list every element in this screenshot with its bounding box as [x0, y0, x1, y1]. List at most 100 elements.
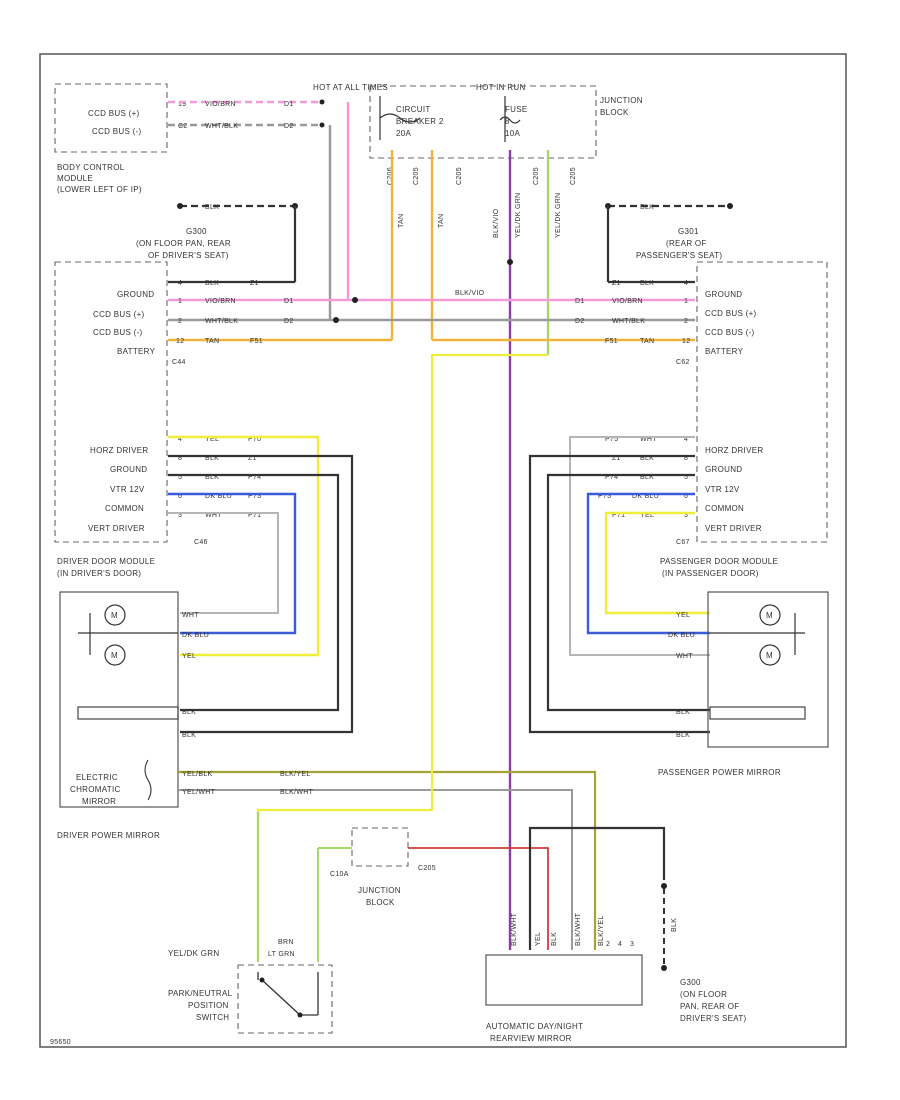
- ddm-circ-4: F51: [250, 338, 263, 345]
- jb-bottom-2: BLOCK: [366, 898, 395, 907]
- bus-label: BLK/VIO: [455, 290, 485, 297]
- ygrn-label-2: YEL/DK GRN: [555, 193, 562, 238]
- g301-title-2: (REAR OF: [666, 239, 707, 248]
- pdm-wire-1: BLK: [640, 280, 654, 287]
- dmirror-motor-2: [104, 644, 126, 666]
- red-wire: [408, 847, 549, 950]
- pdm-circ-1: Z1: [612, 280, 621, 287]
- ddm-pin2-3: VTR 12V: [110, 485, 145, 494]
- ddm-circ-2: D1: [284, 298, 294, 305]
- ygrn-bottom-label: YEL/DK GRN: [168, 949, 219, 958]
- pdm-cav2-4: 6: [684, 493, 688, 500]
- pdm-cav2-2: 8: [684, 455, 688, 462]
- pdm-pin-1: GROUND: [705, 290, 742, 299]
- gray-splice: [333, 317, 339, 323]
- g300-title-3: OF DRIVER'S SEAT): [148, 251, 229, 260]
- top-conn-3: C205: [456, 167, 463, 185]
- dmirror-ec-2: CHROMATIC: [70, 785, 121, 794]
- pdm-title-1: PASSENGER DOOR MODULE: [660, 557, 778, 566]
- pdm-wire-2: VIO/BRN: [612, 298, 643, 305]
- ddm-pin-1: GROUND: [117, 290, 154, 299]
- ddm-wire-3: WHT/BLK: [205, 318, 238, 325]
- ddm-wire-1: BLK: [205, 280, 219, 287]
- ddm-pin2-2: GROUND: [110, 465, 147, 474]
- g300-bottom-3: PAN, REAR OF: [680, 1002, 739, 1011]
- junction-block-bottom: [351, 827, 409, 867]
- drv-blk-1: [168, 454, 354, 734]
- g300-title-1: G300: [186, 227, 207, 236]
- ec-wire-olive: [178, 770, 597, 950]
- pdm-pin2-2: GROUND: [705, 465, 742, 474]
- g300-wire-label: BLK: [205, 204, 219, 211]
- ddm-wire-2: VIO/BRN: [205, 298, 236, 305]
- pas-blu: [586, 492, 710, 635]
- dmirror-m-1: M: [111, 611, 118, 620]
- ddm-cav-2: 1: [178, 298, 182, 305]
- ec-wire-label-4: BLK/WHT: [280, 789, 314, 796]
- fuse-label-3: 10A: [505, 129, 520, 138]
- ddm-wire2-4: DK BLU: [205, 493, 232, 500]
- top-conn-2: C205: [413, 167, 420, 185]
- pnp-switch-box: [237, 964, 333, 1034]
- jb-top-label-2: BLOCK: [600, 108, 629, 117]
- pdm-wire2-2: BLK: [640, 455, 654, 462]
- bcm-wire-label-2: WHT/BLK: [205, 123, 238, 130]
- pink-splice: [352, 297, 358, 303]
- pdm-cav-4: 12: [682, 338, 690, 345]
- ddm-wire2-5: WHT: [205, 512, 222, 519]
- ddm-box: [54, 261, 168, 543]
- bcm-circ-2: D2: [284, 123, 294, 130]
- pdm-cav-1: 4: [684, 280, 688, 287]
- ltgrn-label: LT GRN: [268, 951, 295, 958]
- pmirror-heat-2: BLK: [676, 732, 690, 739]
- diagram-frame: [39, 53, 847, 1048]
- dmirror-motor-1: [104, 604, 126, 626]
- pdm-circ2-5: P71: [612, 512, 625, 519]
- pdm-pin-2: CCD BUS (+): [705, 309, 757, 318]
- tan-label-2: TAN: [438, 214, 445, 228]
- ddm-conn-1: C44: [172, 359, 186, 366]
- pdm-wire-4: TAN: [640, 338, 654, 345]
- top-conn-1: C206: [387, 167, 394, 185]
- cb-label-2: BREAKER 2: [396, 117, 444, 126]
- pas-blk-1: [528, 454, 710, 734]
- am-pin-1: 2: [606, 941, 610, 948]
- cb-label-3: 20A: [396, 129, 411, 138]
- ec-wire-gray: [178, 789, 573, 950]
- dmirror-heater: [77, 706, 179, 720]
- pdm-cav2-5: 3: [684, 512, 688, 519]
- ddm-cav-3: 2: [178, 318, 182, 325]
- pmirror-heater: [709, 706, 806, 720]
- dmirror-heat-2: BLK: [182, 732, 196, 739]
- auto-mirror-title-1: AUTOMATIC DAY/NIGHT: [486, 1022, 583, 1031]
- ddm-pin2-4: COMMON: [105, 504, 144, 513]
- ddm-cav-1: 4: [178, 280, 182, 287]
- auto-mirror-title-2: REARVIEW MIRROR: [490, 1034, 572, 1043]
- dmirror-ec-3: MIRROR: [82, 797, 116, 806]
- yellow-feed: [256, 353, 548, 960]
- pmirror-wire-2: DK BLU: [668, 632, 695, 639]
- am-pin-2: 4: [618, 941, 622, 948]
- pmirror-m-2: M: [766, 651, 773, 660]
- page-number: 95650: [50, 1039, 71, 1046]
- circuit-breaker-symbol: [379, 96, 421, 140]
- ddm-conn-2: C46: [194, 539, 208, 546]
- auto-mirror-wire-labels: BLK/WHT YEL BLK BLK/WHT BLK/YEL: [511, 912, 605, 946]
- bcm-cav-2: C2: [178, 123, 188, 130]
- ddm-wire2-1: YEL: [205, 436, 219, 443]
- dmirror-m-2: M: [111, 651, 118, 660]
- c10a-label: C10A: [330, 871, 349, 878]
- g300-bottom-1: G300: [680, 978, 701, 987]
- pdm-box: [696, 261, 828, 543]
- ec-wire-label-1: YEL/BLK: [182, 771, 213, 778]
- ddm-circ2-1: P70: [248, 436, 261, 443]
- g300-title-2: (ON FLOOR PAN, REAR: [136, 239, 231, 248]
- dmirror-box: [59, 591, 179, 808]
- pdm-circ-3: D2: [575, 318, 585, 325]
- g301-title-1: G301: [678, 227, 699, 236]
- pnp-contact-1: [259, 977, 265, 983]
- ddm-wire-4: TAN: [205, 338, 219, 345]
- ddm-pin-4: BATTERY: [117, 347, 156, 356]
- am-wire-4: BLK/WHT: [575, 912, 582, 946]
- mirror-gnd: [528, 826, 666, 950]
